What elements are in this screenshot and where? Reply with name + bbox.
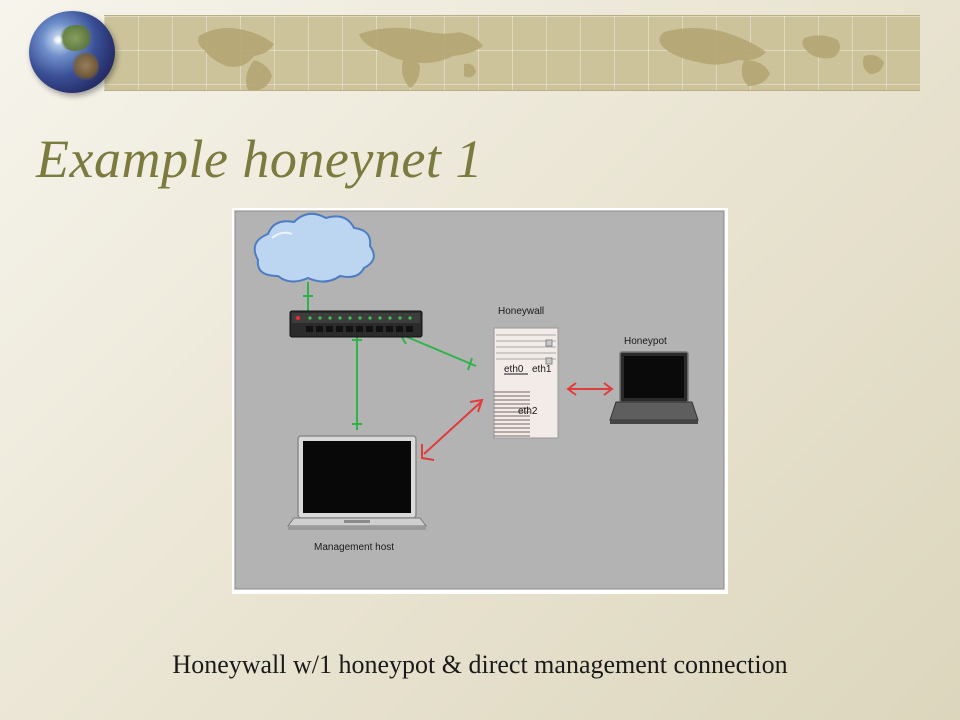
honeywall-label: Honeywall [498,306,544,317]
eth1-label: eth1 [532,364,552,375]
green-links [303,282,477,430]
honeypot-label: Honeypot [624,336,667,347]
internet-cloud-icon [253,212,375,283]
red-links [421,382,614,461]
eth0-label: eth0 [504,364,524,375]
management-host-label: Management host [314,542,394,553]
network-diagram: Honeywall eth0 eth1 eth2 Honeypot [232,208,728,594]
slide-caption: Honeywall w/1 honeypot & direct manageme… [172,650,788,679]
honeywall-server-icon [493,327,559,439]
network-switch-icon [289,310,423,338]
header-map-banner [104,15,920,91]
eth2-label: eth2 [518,406,538,417]
world-map-icon [198,27,884,90]
slide-title: Example honeynet 1 [36,129,483,189]
honeypot-laptop-icon [609,351,699,424]
management-host-laptop-icon [287,435,427,530]
network-diagram-canvas: Honeywall eth0 eth1 eth2 Honeypot [234,210,725,590]
globe-icon [29,11,115,93]
